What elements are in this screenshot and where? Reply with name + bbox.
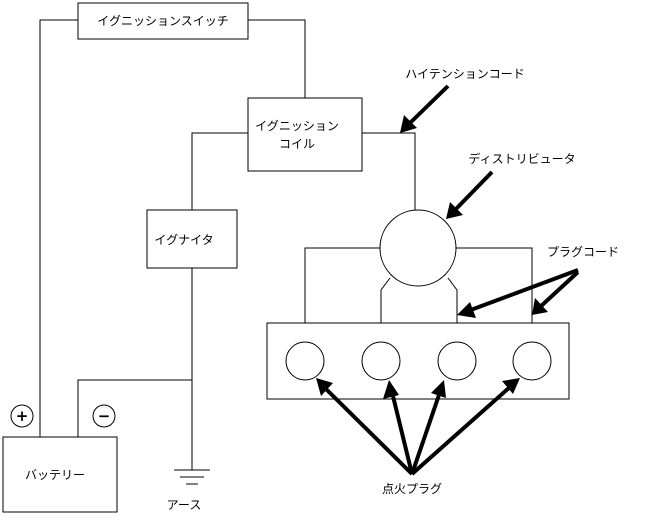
igniter-label: イグナイタ: [154, 233, 213, 247]
arrowhead-plug-cord-a: [457, 302, 476, 318]
arrowhead-plug-cord-b: [532, 298, 548, 315]
wire-coil-to-igniter: [191, 132, 248, 210]
ignition-switch-label: イグニッションスイッチ: [97, 14, 229, 28]
plug-cord-label: プラグコード: [547, 245, 619, 259]
minus-terminal-symbol: −: [98, 407, 111, 425]
wire-plug-cord-4: [456, 247, 533, 342]
wire-high-tension-cord: [362, 132, 416, 210]
spark-plug-2: [361, 341, 401, 381]
wire-battery-plus-to-switch: [39, 19, 78, 437]
arrow-spark-plug-4: [410, 385, 512, 476]
arrow-plug-cord-a: [467, 268, 579, 313]
ignition-coil-box: [247, 97, 363, 172]
plus-terminal-circle: [10, 404, 34, 428]
arrowhead-spark-plug-2: [383, 380, 399, 399]
arrow-spark-plug-3: [410, 391, 442, 475]
arrowhead-spark-plug-3: [431, 380, 446, 398]
arrow-plug-cord-b: [538, 270, 580, 309]
battery-label: バッテリー: [25, 468, 85, 482]
wire-battery-minus-to-earth: [77, 379, 192, 437]
battery-box: [2, 436, 118, 513]
arrow-spark-plug-2: [390, 391, 414, 475]
spark-plug-4: [512, 341, 552, 381]
wire-switch-to-coil: [248, 19, 306, 98]
ignition-switch-box: [77, 2, 249, 40]
wire-plug-cord-1: [304, 247, 381, 342]
callout-arrows: [316, 84, 580, 476]
arrow-distributor: [453, 170, 494, 212]
arrow-high-tension-cord: [408, 84, 450, 125]
wiring: [39, 19, 533, 470]
spark-plug-1: [285, 341, 325, 381]
battery-minus-terminal: −: [92, 404, 116, 428]
distributor-circle: [379, 209, 457, 287]
arrowhead-spark-plug-4: [502, 378, 520, 394]
arrowhead-distributor: [446, 202, 463, 219]
ignition-coil-label-line1: イグニッション: [255, 119, 339, 133]
high-tension-cord-label: ハイテンションコード: [405, 67, 525, 81]
earth-label: アース: [167, 498, 202, 512]
igniter-box: [146, 209, 238, 269]
plus-terminal-symbol: +: [16, 407, 29, 425]
spark-plug-3: [437, 341, 477, 381]
spark-plug-label: 点火プラグ: [382, 482, 442, 496]
minus-terminal-circle: [92, 404, 116, 428]
arrowhead-high-tension-cord: [400, 115, 417, 133]
battery-plus-terminal: +: [10, 404, 34, 428]
arrow-spark-plug-1: [323, 386, 414, 476]
distributor-label: ディストリビュータ: [468, 151, 575, 166]
ignition-coil-label-line2: コイル: [279, 137, 315, 151]
earth-symbol: [174, 469, 210, 485]
arrowhead-spark-plug-1: [316, 378, 333, 396]
